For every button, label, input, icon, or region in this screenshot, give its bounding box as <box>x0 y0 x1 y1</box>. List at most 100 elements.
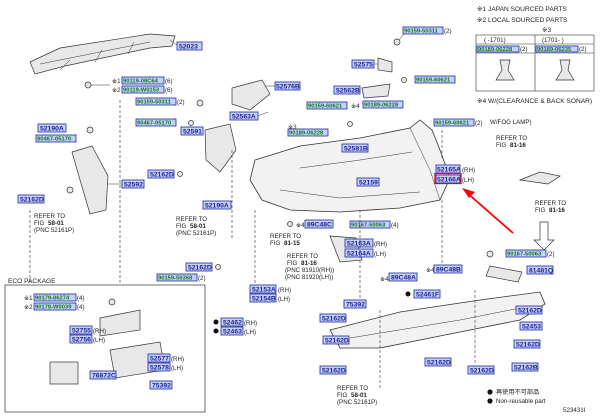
part-52154b[interactable]: 52154B <box>252 296 276 303</box>
part-52162d-c-box[interactable] <box>185 262 213 272</box>
part-52462-box[interactable] <box>220 317 244 327</box>
part-90159-60621a[interactable]: 90159-60621 <box>416 78 451 84</box>
part-52591-box[interactable] <box>180 126 204 136</box>
part-52162d-a-box[interactable] <box>17 194 45 204</box>
part-52159[interactable]: 52159 <box>359 180 378 187</box>
part-90167-50063b[interactable]: 90167-50063 <box>507 252 542 258</box>
part-90189-06228b[interactable]: 90189-06228 <box>289 131 324 137</box>
part-52162d-e-box[interactable] <box>515 305 543 315</box>
part-52153a-box[interactable] <box>249 284 277 294</box>
part-52164a-box[interactable] <box>344 248 374 258</box>
part-90159-60621b[interactable]: 90159-60621 <box>308 104 343 110</box>
fig-1-link[interactable]: 58-01 <box>48 220 64 227</box>
part-52190a-b-box[interactable] <box>202 200 232 210</box>
part-52756[interactable]: 52756 <box>72 337 91 344</box>
fig-fog-link-a[interactable]: 81-16 <box>510 142 526 149</box>
part-52162d-h-box[interactable] <box>424 357 452 367</box>
part-52162d-i[interactable]: 52162D <box>322 368 346 375</box>
part-90159-50311b-box[interactable] <box>135 97 177 106</box>
part-89c48a[interactable]: 89C48A <box>391 275 416 282</box>
part-81481q[interactable]: 81481Q <box>529 268 553 275</box>
part-52162d-j[interactable]: 52162D <box>470 368 494 375</box>
part-52162d-g-box[interactable] <box>513 339 541 349</box>
part-52023-box[interactable] <box>176 41 203 51</box>
part-90178-w0039-box[interactable] <box>33 302 77 311</box>
legend-pn-2[interactable]: 90189-06235 <box>537 47 572 53</box>
part-89c48b-box[interactable] <box>433 264 463 274</box>
part-76872c[interactable]: 76872C <box>92 373 116 380</box>
part-52153a[interactable]: 52153A <box>252 287 276 294</box>
part-52023[interactable]: 52023 <box>179 44 198 51</box>
part-90467-05170[interactable]: 90467-05170 <box>137 121 171 127</box>
part-90159-60621b-box[interactable] <box>306 101 348 110</box>
part-52162d-h[interactable]: 52162D <box>427 360 451 367</box>
part-52578-box[interactable] <box>147 362 171 372</box>
part-52163a-box[interactable] <box>344 238 374 248</box>
legend-pn-2-box[interactable] <box>535 45 579 53</box>
part-90467-05170b[interactable]: 90467-05170 <box>37 137 71 143</box>
part-90119-08c64-box[interactable] <box>121 76 165 85</box>
part-52162d-b-box[interactable] <box>147 169 175 179</box>
part-52190a[interactable]: 52190A <box>40 126 64 133</box>
part-52162d-f-box[interactable] <box>322 335 350 345</box>
part-75392b-box[interactable] <box>149 380 173 390</box>
part-89c48c[interactable]: 89C48C <box>307 222 332 229</box>
part-76872c-box[interactable] <box>89 370 117 380</box>
part-81481q-box[interactable] <box>526 265 554 275</box>
part-52154b-box[interactable] <box>249 293 277 303</box>
part-52162d-d-box[interactable] <box>319 313 347 323</box>
part-52592[interactable]: 52592 <box>124 182 143 189</box>
part-52162d-f[interactable]: 52162D <box>325 338 349 345</box>
part-52562b-box[interactable] <box>333 85 361 95</box>
part-90159-60621a-box[interactable] <box>414 75 456 84</box>
part-52577-box[interactable] <box>147 353 171 363</box>
part-52591[interactable]: 52591 <box>183 129 202 136</box>
part-90159-50311b[interactable]: 90159-50311 <box>137 100 172 106</box>
part-52190a-b[interactable]: 52190A <box>205 203 229 210</box>
part-52562b[interactable]: 52562B <box>336 88 360 95</box>
part-90119-w0153-box[interactable] <box>121 85 165 94</box>
part-52577[interactable]: 52577 <box>150 356 169 363</box>
part-52755[interactable]: 52755 <box>72 328 91 335</box>
part-90179-06274-box[interactable] <box>33 293 77 302</box>
part-52755-box[interactable] <box>69 325 93 335</box>
legend-pn-1-box[interactable] <box>476 45 520 53</box>
part-52575[interactable]: 52575 <box>354 62 373 69</box>
part-52162b-box[interactable] <box>511 362 539 372</box>
fig-fog-link-b[interactable]: 81-16 <box>549 207 565 214</box>
part-52162b[interactable]: 52162B <box>514 365 538 372</box>
part-52453[interactable]: 52453 <box>522 324 541 331</box>
part-90167-50063a[interactable]: 90167-50063 <box>351 223 386 229</box>
part-52162d-g[interactable]: 52162D <box>516 342 540 349</box>
part-90467-05170b-box[interactable] <box>35 134 77 143</box>
part-52581b-box[interactable] <box>341 143 369 153</box>
fig-4-link[interactable]: 81-16 <box>301 260 317 267</box>
part-90167-50063a-box[interactable] <box>349 220 391 229</box>
part-52581b[interactable]: 52581B <box>344 146 368 153</box>
part-75392b[interactable]: 75392 <box>152 383 171 390</box>
part-52190a-box[interactable] <box>37 123 67 133</box>
part-90159-50311a[interactable]: 90159-50311 <box>404 29 439 35</box>
legend-pn-1[interactable]: 90189-06228 <box>478 47 513 53</box>
part-52165a[interactable]: 52165A <box>437 167 461 174</box>
part-90159-60621c-box[interactable] <box>433 118 475 127</box>
part-52463[interactable]: 52463 <box>223 329 242 336</box>
fig-3-link[interactable]: 81-15 <box>284 240 300 247</box>
part-90178-w0039[interactable]: 90178-W0039 <box>35 305 72 311</box>
part-52162d-b[interactable]: 52162D <box>150 172 174 179</box>
part-52162d-j-box[interactable] <box>467 365 495 375</box>
part-52166a[interactable]: 52166A <box>437 177 461 184</box>
part-52463-box[interactable] <box>220 326 244 336</box>
part-90179-06274[interactable]: 90179-06274 <box>35 296 70 302</box>
part-90189-06228[interactable]: 90189-06228 <box>364 103 399 109</box>
part-90189-06228b-box[interactable] <box>287 128 329 137</box>
part-75392a-box[interactable] <box>343 299 367 309</box>
part-52461f[interactable]: 52461F <box>416 292 439 299</box>
part-52578[interactable]: 52578 <box>150 365 169 372</box>
part-52159-box[interactable] <box>356 177 380 187</box>
part-52576b[interactable]: 52576B <box>276 84 300 91</box>
part-90467-05170-box[interactable] <box>135 118 177 127</box>
part-90119-08c64[interactable]: 90119-08C64 <box>123 79 159 85</box>
part-52756-box[interactable] <box>69 334 93 344</box>
part-90189-06228-box[interactable] <box>362 100 404 109</box>
